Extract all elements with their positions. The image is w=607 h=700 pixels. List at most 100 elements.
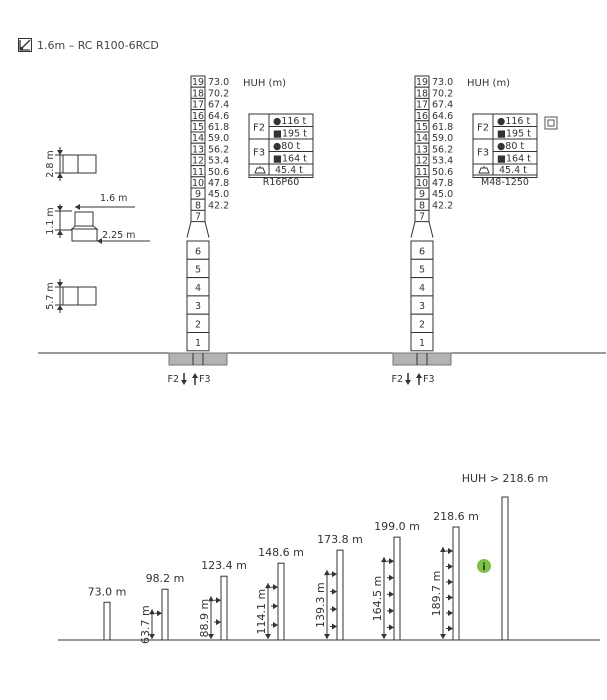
force-f2-label: F2	[391, 374, 403, 385]
f3-label: F3	[253, 148, 265, 159]
tie-dim-arrow-bottom	[440, 634, 446, 639]
section-height: 64.6	[432, 111, 453, 122]
section-height: 56.2	[432, 144, 453, 155]
tie-dim-label: 139.3 m	[314, 582, 327, 628]
force-f3-arrowhead	[416, 373, 422, 378]
section-height: 59.0	[208, 133, 229, 144]
tie-column-bar	[220, 575, 228, 641]
dim-arrow	[57, 305, 63, 310]
force-f3-label: F3	[199, 374, 211, 385]
section-height: 70.2	[432, 88, 453, 99]
section-height: 56.2	[208, 144, 229, 155]
weight-icon	[254, 166, 266, 174]
f2-value: ■195 t	[273, 129, 307, 140]
info-icon-glyph: i	[482, 562, 485, 573]
tie-arrowhead	[389, 591, 394, 598]
section-height: 50.6	[208, 167, 229, 178]
section-number: 1	[419, 338, 425, 349]
section-number: 10	[416, 178, 428, 189]
foundation-block	[168, 352, 228, 366]
tie-dim-arrow-bottom	[208, 634, 214, 639]
f2-label: F2	[477, 123, 489, 134]
tie-column: 123.4 m88.9 m	[198, 559, 247, 641]
page-header: 1.6m – RC R100-6RCD	[18, 38, 159, 52]
section-number: 10	[192, 178, 204, 189]
tie-huh-label: HUH > 218.6 m	[462, 472, 549, 485]
legend-section-mid-base	[71, 228, 98, 242]
tie-arrowhead	[389, 574, 394, 581]
huh-label: HUH (m)	[467, 78, 510, 89]
section-number: 8	[195, 200, 201, 211]
legend-top-width: 1.6 m	[100, 193, 127, 204]
section-height: 47.8	[432, 178, 453, 189]
section-number: 4	[195, 283, 201, 294]
tie-column-bar	[277, 562, 285, 641]
tie-arrowhead	[448, 548, 453, 554]
tie-arrowhead	[389, 558, 394, 565]
legend-section-small-2	[77, 154, 97, 174]
section-height: 73.0	[208, 77, 229, 88]
section-number: 15	[416, 122, 428, 133]
dim-arrow	[75, 204, 80, 210]
tie-arrowhead	[332, 571, 337, 578]
tie-dim-arrow-bottom	[149, 634, 155, 639]
f3-value: ●80 t	[497, 141, 524, 152]
legend-height-3: 5.7 m	[45, 282, 56, 309]
tie-dim-arrow-top	[381, 557, 387, 563]
tie-column-bar	[393, 536, 401, 641]
f3-value: ■164 t	[273, 154, 307, 165]
huh-label: HUH (m)	[243, 78, 286, 89]
mast-section	[190, 209, 206, 223]
section-height: 42.2	[432, 200, 453, 211]
force-f3-arrowhead	[192, 373, 198, 378]
section-height: 50.6	[432, 167, 453, 178]
tie-arrowhead	[216, 597, 221, 604]
dim-arrow	[97, 238, 102, 244]
section-number: 7	[195, 212, 201, 223]
tie-column-height: 218.6 m	[433, 510, 479, 523]
section-number: 13	[192, 144, 204, 155]
section-number: 2	[419, 320, 425, 331]
weight-icon	[478, 166, 490, 174]
section-height: 59.0	[432, 133, 453, 144]
section-legend: 2.8 m1.6 m2.25 m1.1 m5.7 m	[45, 147, 150, 313]
tie-dim-arrow-top	[265, 583, 271, 589]
section-number: 14	[416, 133, 428, 144]
tower-crane-icon	[18, 38, 32, 52]
section-height: 61.8	[208, 122, 229, 133]
tie-column-final	[501, 496, 509, 641]
f3-label: F3	[477, 148, 489, 159]
section-number: 3	[419, 301, 425, 312]
tie-column: 73.0 m	[88, 585, 126, 641]
section-number: 12	[416, 156, 428, 167]
section-height: 70.2	[208, 88, 229, 99]
tie-column-bar	[452, 526, 460, 641]
tie-dim-arrow-top	[440, 547, 446, 552]
mast-transition	[186, 221, 210, 238]
force-f3-label: F3	[423, 374, 435, 385]
tie-dim-arrow-bottom	[265, 634, 271, 639]
section-number: 11	[192, 167, 204, 178]
legend-bottom-width: 2.25 m	[102, 230, 135, 241]
tie-column-bar	[103, 601, 111, 641]
section-number: 18	[416, 88, 428, 99]
section-number: 16	[192, 111, 204, 122]
section-number: 9	[419, 189, 425, 200]
section-number: 8	[419, 200, 425, 211]
dim-arrow	[57, 230, 63, 235]
tie-dim-arrow-top	[149, 609, 155, 615]
tie-dim-label: 114.1 m	[255, 589, 268, 635]
tie-arrowhead	[332, 588, 337, 595]
section-number: 1	[195, 338, 201, 349]
tie-column: 98.2 m63.7 m	[139, 572, 184, 644]
section-number: 19	[192, 77, 204, 88]
force-f2-arrowhead	[181, 380, 187, 385]
tie-dim-arrow-top	[324, 570, 330, 576]
section-number: 4	[419, 283, 425, 294]
section-height: 67.4	[432, 100, 453, 111]
section-number: 5	[419, 265, 425, 276]
tie-dim-label: 63.7 m	[139, 605, 152, 644]
